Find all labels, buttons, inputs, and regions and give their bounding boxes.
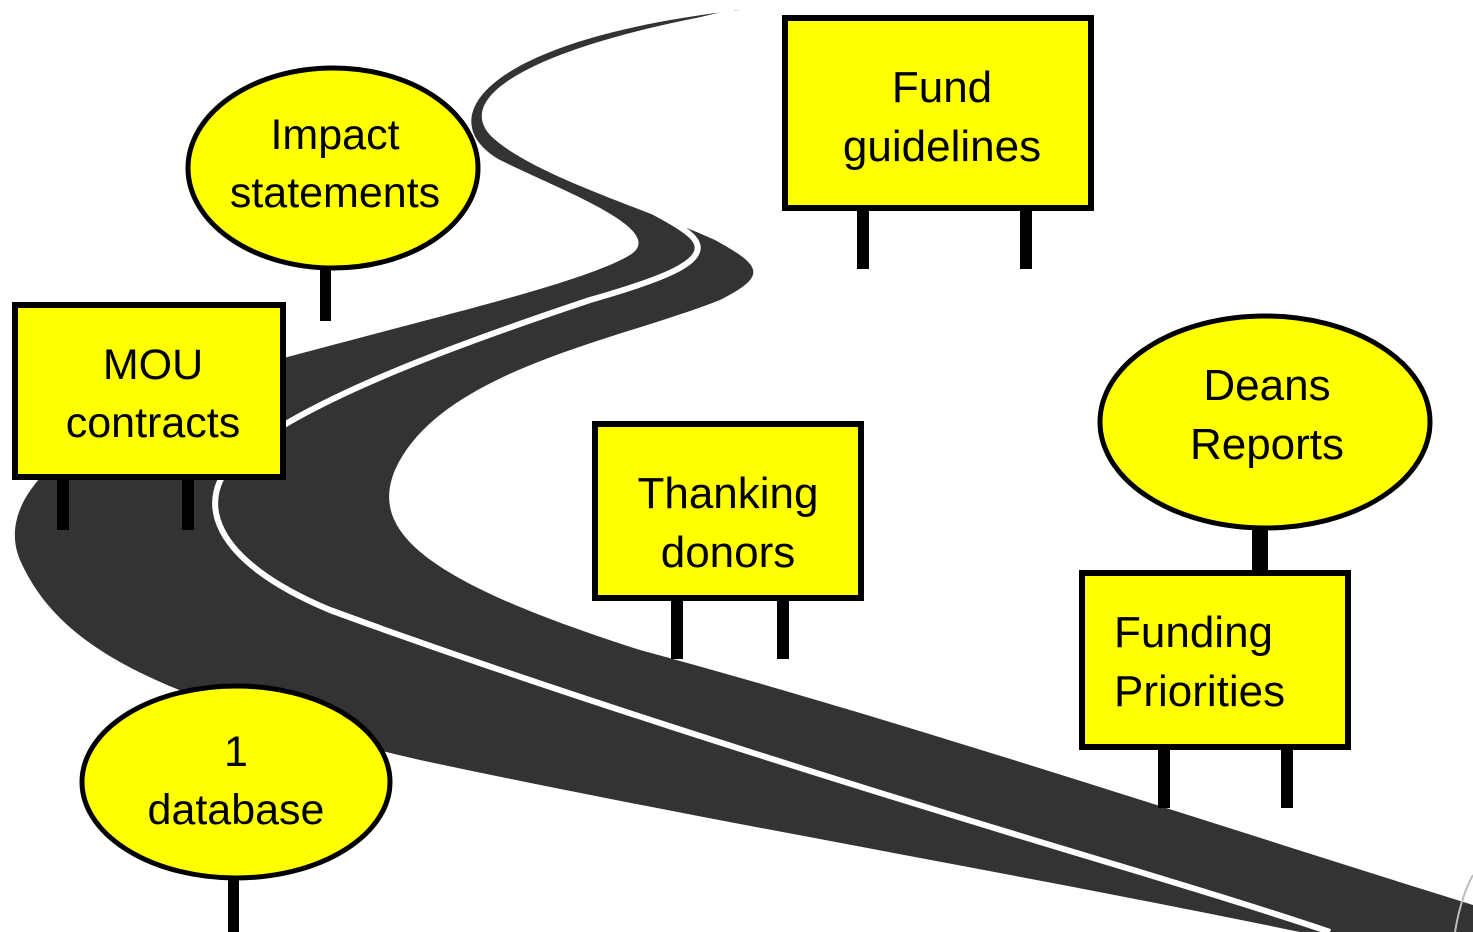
label-line: MOU: [102, 341, 204, 389]
label-line: Fund: [891, 63, 993, 112]
sign-post: [57, 472, 69, 530]
sign-post: [182, 472, 194, 530]
label-line: guidelines: [842, 122, 1042, 172]
sign-board: [782, 15, 1094, 211]
label-line: Impact: [270, 111, 400, 159]
sign-post: [228, 865, 239, 932]
sign-board: [79, 683, 393, 881]
sign-deans-reports: [1097, 313, 1433, 576]
sign-post: [1020, 205, 1032, 269]
sign-1-database: [79, 683, 393, 932]
sign-post: [1158, 745, 1170, 808]
label-line: Reports: [1189, 420, 1345, 470]
sign-post: [1252, 520, 1268, 576]
label-line: Deans: [1203, 361, 1331, 410]
corner-curl: [1454, 874, 1473, 932]
label-line: database: [147, 786, 325, 835]
label-line: Priorities: [1114, 667, 1286, 717]
sign-funding-priorities: [1079, 570, 1351, 808]
label-line: Funding: [1114, 608, 1274, 657]
sign-board: [185, 65, 481, 271]
sign-board: [1079, 570, 1351, 750]
winding-road: [14, 10, 1473, 932]
label-line: statements: [229, 169, 441, 218]
label-line: 1: [224, 728, 248, 776]
sign-board: [12, 302, 286, 480]
sign-post: [671, 595, 683, 659]
label-1-database: 1 database: [86, 723, 386, 839]
label-line: donors: [660, 528, 796, 578]
sign-post: [320, 255, 331, 321]
label-line: Thanking: [637, 469, 819, 518]
label-mou-contracts: MOU contracts: [18, 336, 288, 452]
sign-post: [777, 595, 789, 659]
label-deans-reports: Deans Reports: [1100, 356, 1434, 475]
sign-mou-contracts: [12, 302, 286, 530]
sign-post: [1281, 745, 1293, 808]
sign-fund-guidelines: [782, 15, 1094, 269]
label-thanking-donors: Thanking donors: [597, 464, 859, 583]
sign-board: [1097, 313, 1433, 531]
sign-board: [592, 421, 864, 601]
sign-impact-statements: [185, 65, 481, 321]
label-impact-statements: Impact statements: [200, 106, 470, 222]
label-line: contracts: [65, 399, 241, 448]
sign-thanking-donors: [592, 421, 864, 659]
label-funding-priorities: Funding Priorities: [1084, 603, 1350, 722]
sign-post: [857, 205, 869, 269]
label-fund-guidelines: Fund guidelines: [794, 58, 1090, 177]
